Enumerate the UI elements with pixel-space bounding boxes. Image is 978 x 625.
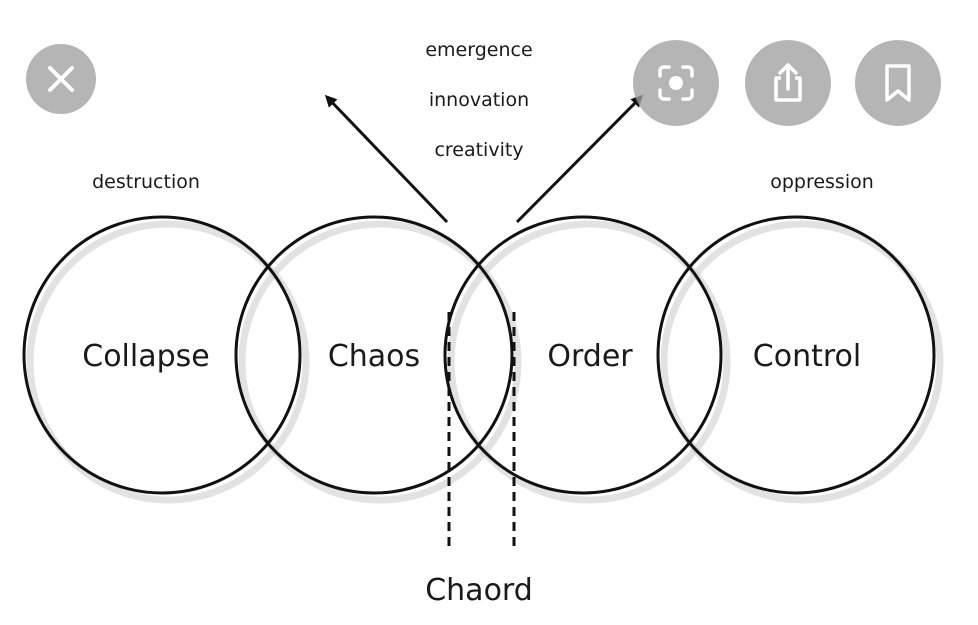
collapse-circle-shadow <box>26 220 310 504</box>
bookmark-icon <box>885 64 911 102</box>
creativity-label: creativity <box>434 139 523 161</box>
collapse-circle <box>22 215 302 495</box>
left-arrow <box>324 94 449 224</box>
chaos-circle <box>234 215 514 495</box>
control-circle <box>656 215 936 495</box>
destruction-label: destruction <box>92 171 200 193</box>
chaos-label: Chaos <box>328 339 420 374</box>
close-button[interactable] <box>26 44 96 114</box>
right-arrow <box>515 94 644 224</box>
innovation-label: innovation <box>429 89 529 111</box>
chaord-label: Chaord <box>425 573 533 608</box>
share-icon <box>774 63 802 102</box>
emergence-label: emergence <box>425 39 532 61</box>
visual-search-button[interactable] <box>633 40 719 126</box>
control-label: Control <box>753 339 861 374</box>
order-label: Order <box>547 339 633 374</box>
order-circle-shadow <box>447 220 731 504</box>
order-circle <box>443 215 723 495</box>
close-icon <box>48 66 74 92</box>
chaos-circle-shadow <box>238 220 522 504</box>
share-button[interactable] <box>745 40 831 126</box>
collapse-label: Collapse <box>82 339 210 374</box>
visual-search-icon <box>658 65 694 101</box>
bookmark-button[interactable] <box>855 40 941 126</box>
control-circle-shadow <box>660 220 944 504</box>
oppression-label: oppression <box>770 171 874 193</box>
